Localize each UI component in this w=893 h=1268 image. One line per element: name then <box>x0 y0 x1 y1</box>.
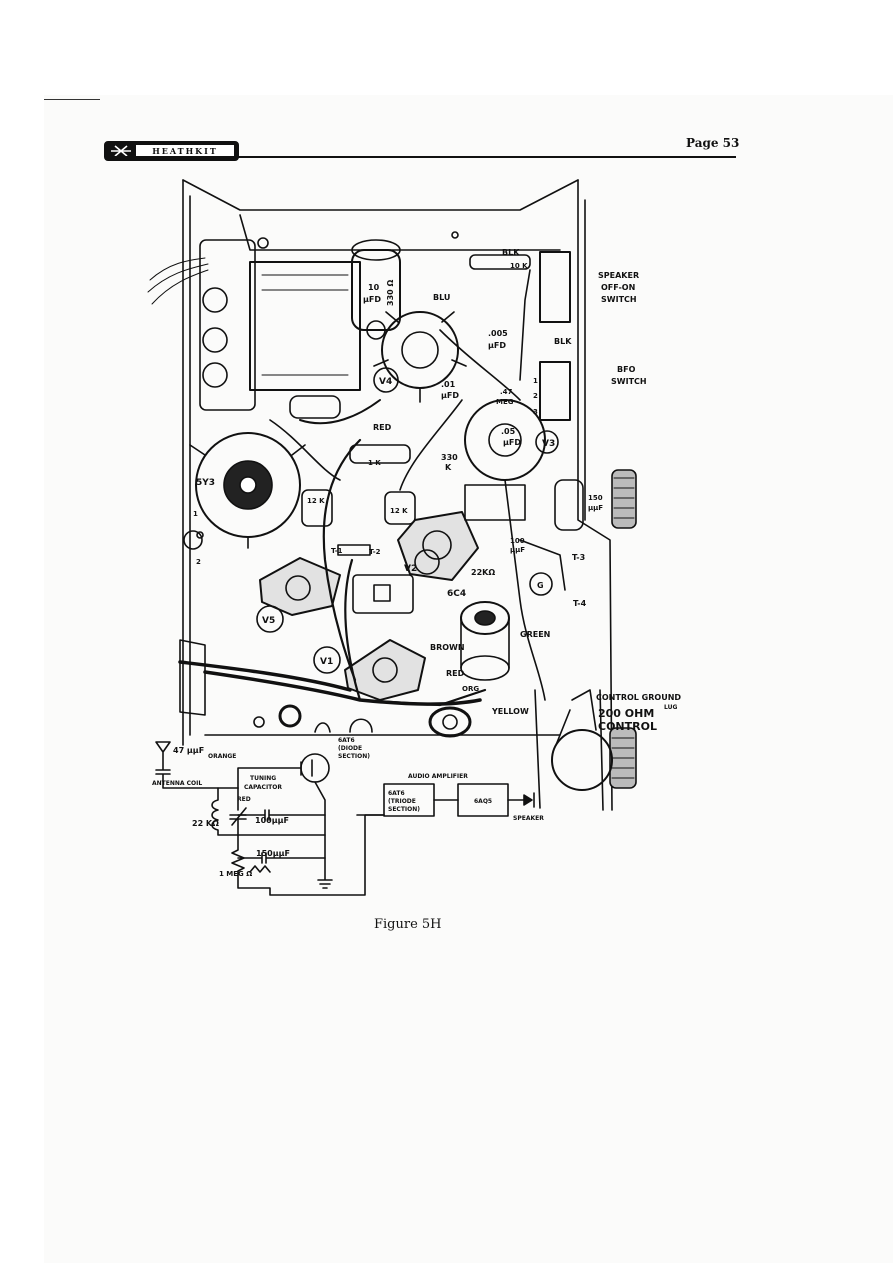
logo-emblem-icon <box>106 143 136 159</box>
label-cap-100-unit: µµF <box>510 546 525 554</box>
label-sw-1: 1 <box>533 377 538 385</box>
label-cap-100: 100 <box>510 537 525 545</box>
label-r-47-meg: MEG <box>496 398 514 406</box>
label-sch-cap-150: 150µµF <box>256 849 290 858</box>
label-t3: T-3 <box>572 553 585 562</box>
label-sch-triode-section: SECTION) <box>388 806 420 813</box>
label-bfo: BFO <box>617 365 636 374</box>
antenna-schematic <box>155 741 535 896</box>
label-r-330k-unit: K <box>445 463 452 472</box>
header-rule <box>108 156 736 158</box>
label-sch-diode-tube: 6AT6 <box>338 737 355 744</box>
label-sw-2: 2 <box>533 392 538 400</box>
label-red: RED <box>373 423 392 432</box>
label-r-10k: 10 K <box>510 262 528 270</box>
page-background <box>44 95 893 1263</box>
label-sch-cap-47: 47 µµF <box>173 746 204 755</box>
label-r-1k: 1 K <box>368 459 381 467</box>
label-v2: V2 <box>404 564 417 574</box>
logo-text: HEATHKIT <box>136 145 234 157</box>
socket-v4 <box>373 311 467 403</box>
label-sch-triode-tube: 6AT6 <box>388 790 405 797</box>
label-cap-05-unit: µFD <box>503 438 521 447</box>
page-number: Page 53 <box>686 136 740 150</box>
label-t2: T-2 <box>369 548 381 556</box>
label-cap-05: .05 <box>501 427 516 436</box>
label-v3: V3 <box>542 439 555 449</box>
label-lug-2: 2 <box>196 558 201 566</box>
label-sch-audio-amplifier: AUDIO AMPLIFIER <box>408 773 468 780</box>
label-sch-r-1meg: 1 MEG Ω <box>219 870 252 878</box>
label-sch-diode: (DIODE <box>338 745 362 752</box>
label-green: GREEN <box>520 630 550 639</box>
label-brown: BROWN <box>430 643 465 652</box>
label-t4: T-4 <box>573 599 587 608</box>
label-sch-6aq5: 6AQ5 <box>474 798 492 805</box>
label-sch-triode: (TRIODE <box>388 798 416 805</box>
figure-caption: Figure 5H <box>374 917 442 932</box>
label-sch-antenna-coil: ANTENNA COIL <box>152 780 202 787</box>
label-speaker: SPEAKER <box>598 271 639 280</box>
label-sch-capacitor: CAPACITOR <box>244 784 282 791</box>
socket-v2 <box>397 511 479 581</box>
label-r-47: .47 <box>500 388 513 396</box>
label-r-12k-b: 12 K <box>390 507 408 515</box>
label-org: ORG <box>462 685 479 693</box>
label-blu: BLU <box>433 293 450 302</box>
rf-coil <box>460 601 510 681</box>
label-sch-speaker: SPEAKER <box>513 815 544 822</box>
label-blk-mid: BLK <box>554 337 572 346</box>
label-cap-005-unit: µFD <box>488 341 506 350</box>
label-sch-cap-100: 100µµF <box>255 816 289 825</box>
label-t1: T-1 <box>331 547 343 555</box>
label-cap-10-unit: µFD <box>363 295 381 304</box>
label-sch-tuning: TUNING <box>250 775 276 782</box>
label-5y3: 5Y3 <box>196 478 215 488</box>
label-r-330k: 330 <box>441 453 458 462</box>
label-r-12k-a: 12 K <box>307 497 325 505</box>
label-sch-orange: ORANGE <box>208 753 236 760</box>
label-control: CONTROL <box>598 720 657 733</box>
label-lug-1: 1 <box>193 510 198 518</box>
label-6c4: 6C4 <box>447 589 466 599</box>
label-bfo-switch: SWITCH <box>611 377 647 386</box>
label-blk-top: BLK <box>502 248 520 257</box>
label-g: G <box>537 581 544 590</box>
socket-5y3 <box>189 432 306 549</box>
label-v1: V1 <box>320 657 333 667</box>
label-cap-150: 150 <box>588 494 603 502</box>
label-cap-150-unit: µµF <box>588 504 603 512</box>
label-sch-diode-section: SECTION) <box>338 753 370 760</box>
label-cap-10: 10 <box>368 283 380 292</box>
label-r-22k: 22KΩ <box>471 568 495 577</box>
label-sw-3: 3 <box>533 408 538 416</box>
label-r-330: 330 Ω <box>386 280 395 306</box>
label-lug: LUG <box>664 704 677 711</box>
label-switch: SWITCH <box>601 295 637 304</box>
label-sch-red: RED <box>237 796 251 803</box>
label-v4: V4 <box>379 377 392 387</box>
label-cap-01-unit: µFD <box>441 391 459 400</box>
corner-mark <box>44 99 100 100</box>
label-off-on: OFF-ON <box>601 283 635 292</box>
label-sch-r-22k: 22 KΩ <box>192 819 219 828</box>
label-control-ground: CONTROL GROUND <box>596 693 681 702</box>
label-v5: V5 <box>262 616 275 626</box>
label-cap-01: .01 <box>441 380 456 389</box>
label-red2: RED <box>446 669 465 678</box>
label-cap-005: .005 <box>488 329 508 338</box>
label-200-ohm: 200 OHM <box>598 707 654 720</box>
label-yellow: YELLOW <box>491 707 529 716</box>
